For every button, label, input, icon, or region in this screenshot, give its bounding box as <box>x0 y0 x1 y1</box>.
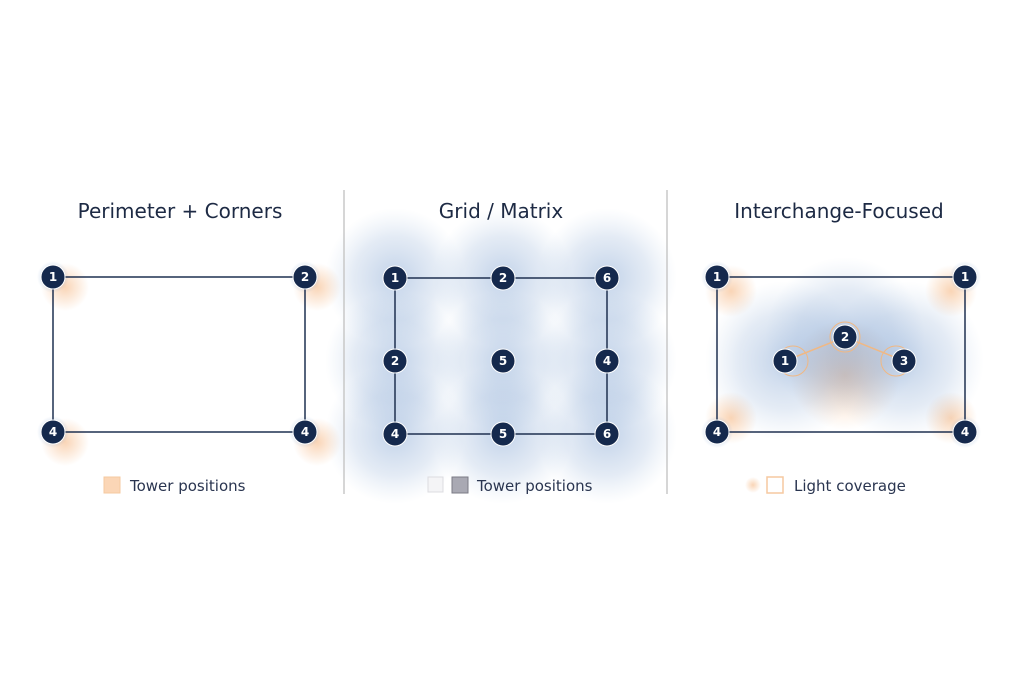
panel-title-grid: Grid / Matrix <box>439 199 564 223</box>
legend-glow-orange <box>745 477 761 493</box>
legend-label: Tower positions <box>476 477 593 495</box>
node-circle <box>292 419 318 445</box>
node-label: 4 <box>391 427 399 441</box>
perimeter-outline <box>52 276 306 433</box>
tower-node: 4 <box>704 419 730 445</box>
node-circle <box>594 348 620 374</box>
node-label: 4 <box>49 425 57 439</box>
node-circle <box>382 421 408 447</box>
panel-title-perimeter: Perimeter + Corners <box>78 199 283 223</box>
node-label: 2 <box>301 270 309 284</box>
node-label: 3 <box>900 354 908 368</box>
tower-node: 1 <box>382 265 408 291</box>
tower-node: 2 <box>829 321 861 353</box>
legend-swatch-orange <box>103 476 121 494</box>
tower-node: 5 <box>490 348 516 374</box>
node-circle <box>952 419 978 445</box>
node-circle <box>382 265 408 291</box>
tower-node: 3 <box>880 345 917 377</box>
tower-node: 4 <box>952 419 978 445</box>
node-label: 4 <box>603 354 611 368</box>
legend-label: Tower positions <box>129 477 246 495</box>
node-label: 2 <box>391 354 399 368</box>
node-label: 2 <box>499 271 507 285</box>
node-label: 1 <box>49 270 57 284</box>
node-label: 4 <box>961 425 969 439</box>
node-circle <box>594 421 620 447</box>
node-label: 6 <box>603 271 611 285</box>
panel-title-interchange: Interchange-Focused <box>734 199 943 223</box>
node-label: 5 <box>499 354 507 368</box>
tower-node: 2 <box>382 348 408 374</box>
node-circle <box>40 419 66 445</box>
node-label: 6 <box>603 427 611 441</box>
node-circle <box>704 264 730 290</box>
tower-node: 1 <box>952 264 978 290</box>
legend-swatch-outline <box>766 476 784 494</box>
node-label: 2 <box>841 330 849 344</box>
legend-swatch-gray <box>451 476 469 494</box>
tower-node: 2 <box>292 264 318 290</box>
node-circle <box>891 348 917 374</box>
node-circle <box>594 265 620 291</box>
node-label: 5 <box>499 427 507 441</box>
node-circle <box>292 264 318 290</box>
tower-node: 1 <box>704 264 730 290</box>
node-circle <box>772 348 798 374</box>
tower-node: 2 <box>490 265 516 291</box>
node-circle <box>490 265 516 291</box>
node-label: 1 <box>713 270 721 284</box>
tower-node: 4 <box>40 419 66 445</box>
node-label: 4 <box>713 425 721 439</box>
tower-node: 4 <box>382 421 408 447</box>
node-label: 1 <box>781 354 789 368</box>
legend-swatch-light <box>427 476 444 493</box>
tower-node: 1 <box>772 345 809 377</box>
node-circle <box>952 264 978 290</box>
tower-node: 6 <box>594 421 620 447</box>
node-circle <box>382 348 408 374</box>
tower-node: 4 <box>594 348 620 374</box>
node-circle <box>490 348 516 374</box>
node-circle <box>704 419 730 445</box>
node-label: 4 <box>301 425 309 439</box>
tower-node: 5 <box>490 421 516 447</box>
tower-node: 1 <box>40 264 66 290</box>
node-circle <box>832 324 858 350</box>
node-circle <box>490 421 516 447</box>
tower-node: 4 <box>292 419 318 445</box>
tower-node: 6 <box>594 265 620 291</box>
node-halo <box>829 321 861 353</box>
node-label: 1 <box>961 270 969 284</box>
legend-label: Light coverage <box>794 477 906 495</box>
node-label: 1 <box>391 271 399 285</box>
node-circle <box>40 264 66 290</box>
